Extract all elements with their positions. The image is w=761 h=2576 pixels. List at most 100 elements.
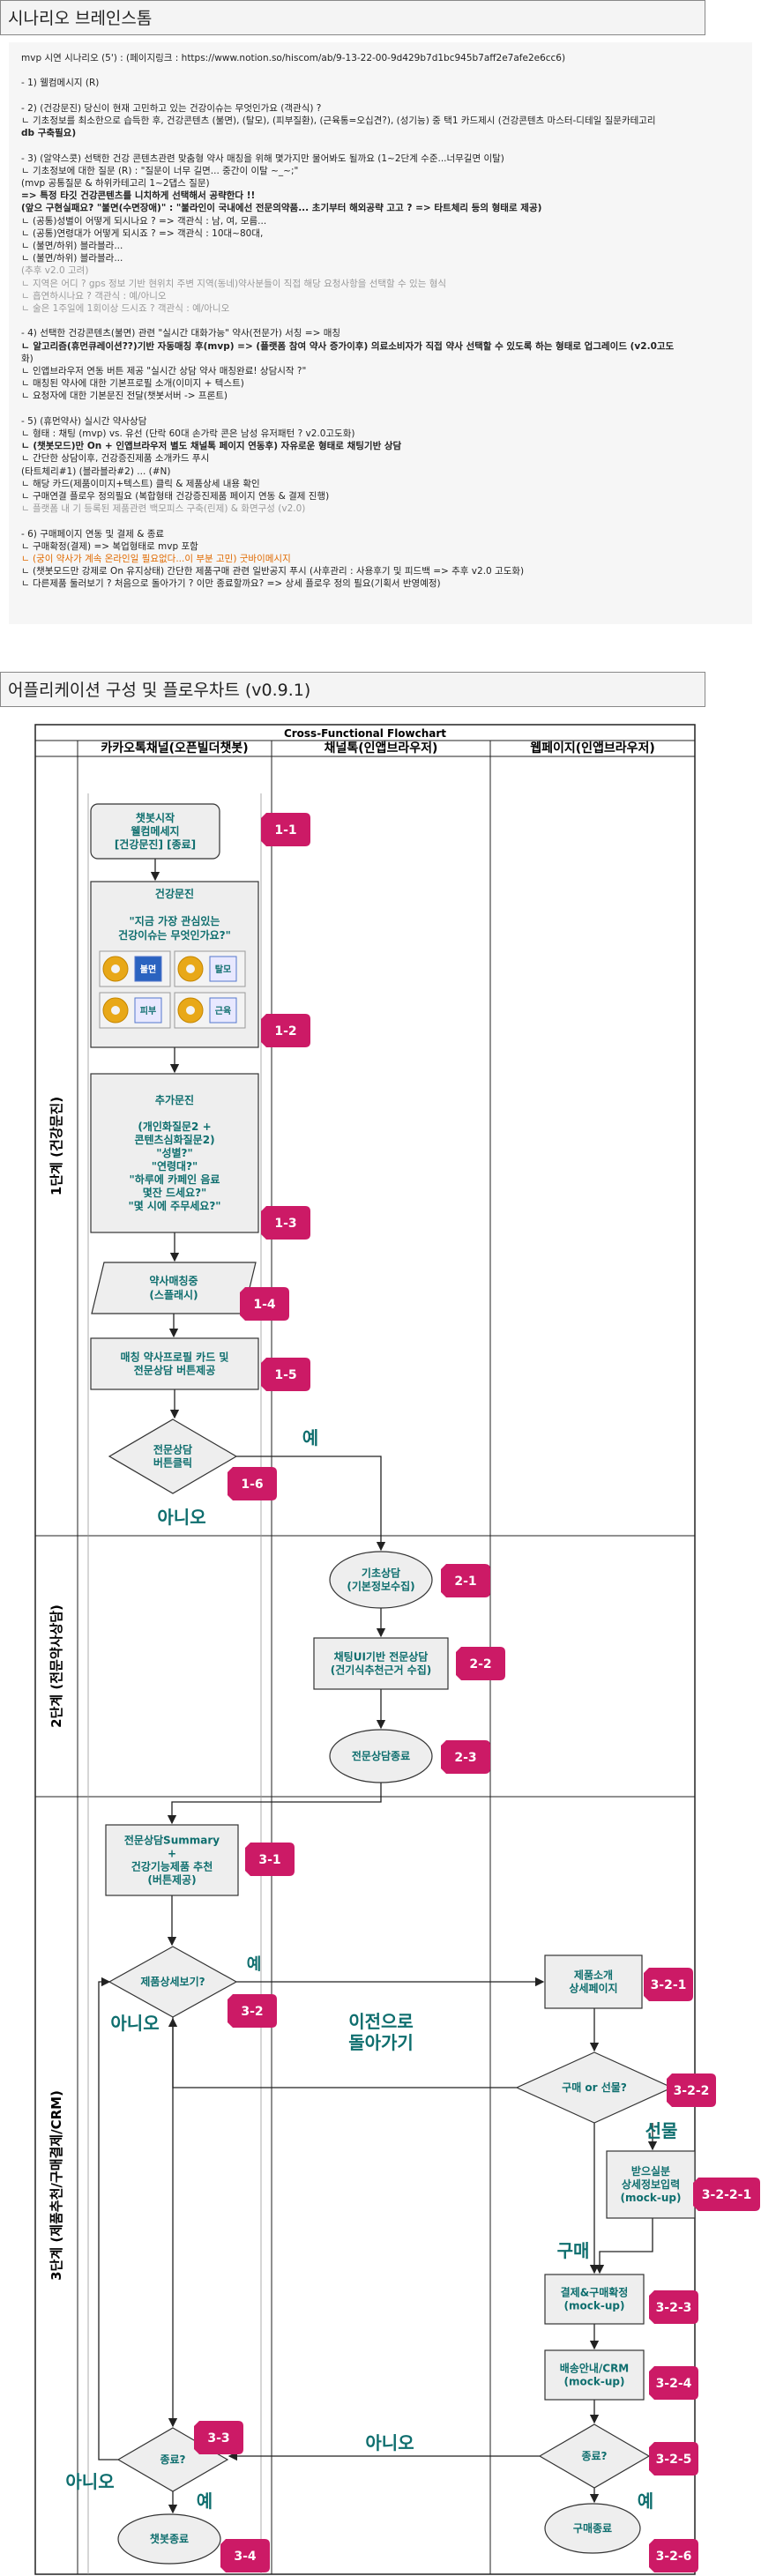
phase-label: 2단계 (전문약사상담) xyxy=(48,1604,64,1728)
scenario-line: ㄴ 간단한 상담이후, 건강증진제품 소개카드 푸시 xyxy=(21,453,210,465)
scenario-line: ㄴ (챗봇모드)만 On + 인앱브라우저 별도 채널톡 페이지 연동후) 자유… xyxy=(21,441,402,452)
step-badge xyxy=(667,2073,716,2107)
node-text: (mock-up) xyxy=(564,2376,625,2388)
node-text: 몇잔 드세요?" xyxy=(143,1186,207,1199)
card-label-box xyxy=(209,997,237,1024)
edge-label: 이전으로 xyxy=(348,2011,414,2032)
card-label: 근육 xyxy=(215,1006,231,1016)
node-text: 전문상담 xyxy=(153,1443,192,1456)
node-text: 구매 or 선물? xyxy=(562,2081,627,2094)
node-text: (스플래시) xyxy=(149,1288,198,1301)
card-label: 탈모 xyxy=(215,964,231,975)
scenario-line: (추후 v2.0 고려) xyxy=(21,265,89,277)
step-badge-label: 2-3 xyxy=(454,1751,476,1765)
scenario-line: - 3) (알약스콧) 선택한 건강 콘텐츠관련 맞춤형 약사 매칭을 위해 몇… xyxy=(21,153,504,164)
node-text: 종료? xyxy=(581,2450,607,2462)
data-node xyxy=(91,1262,257,1314)
edge-label: 예 xyxy=(638,2490,653,2512)
flowchart-title: Cross-Functional Flowchart xyxy=(284,727,446,740)
step-badge xyxy=(261,1014,310,1047)
step-badge xyxy=(441,1740,490,1774)
node-text: (기본정보수집) xyxy=(347,1580,414,1593)
gear-icon-hole xyxy=(111,964,120,973)
edge-label: 구매 xyxy=(557,2240,590,2261)
scenario-line: ㄴ (궁이 약사가 계속 온라인일 필요없다...이 부분 고민) 굿바이메시지 xyxy=(21,554,291,564)
scenario-line: ㄴ 기초정보를 최소한으로 습득한 후, 건강콘텐츠 (불면), (탈모), (… xyxy=(21,115,656,126)
node-text: 기초상담 xyxy=(362,1567,400,1580)
edge-label: 예 xyxy=(302,1427,318,1448)
step-badge-label: 3-1 xyxy=(258,1853,280,1867)
node-text: "지금 가장 관심있는 xyxy=(130,914,220,927)
section-title-flowchart: 어플리케이션 구성 및 플로우차트 (v0.9.1) xyxy=(0,672,705,707)
edge-label: 예 xyxy=(247,1955,262,1974)
step-badge-label: 2-1 xyxy=(454,1575,476,1589)
scenario-line: ㄴ 기초정보에 대한 질문 (R) : "질문이 너무 길면... 중간이 이탈… xyxy=(21,165,299,176)
node-text: 구매종료 xyxy=(573,2521,612,2535)
node-text: 챗봇시작 xyxy=(136,811,175,824)
gear-icon-hole xyxy=(111,1006,120,1015)
node-title: 건강문진 xyxy=(155,887,194,900)
node-text: (개인화질문2 + xyxy=(138,1120,211,1133)
node-text: 상세페이지 xyxy=(569,1982,617,1995)
edge-label: 아니오 xyxy=(157,1507,205,1528)
flow-arrow xyxy=(594,2218,653,2274)
scenario-notes: mvp 시연 시나리오 (5') : (페이지링크 : https://www.… xyxy=(9,42,752,624)
step-badge-label: 1-4 xyxy=(253,1298,276,1312)
node-text: 건강이슈는 무엇인가요?" xyxy=(118,928,231,942)
step-badge-label: 3-2-5 xyxy=(656,2453,692,2467)
node-text: 웰컴메세지 xyxy=(131,824,179,838)
terminal-node xyxy=(329,1729,433,1783)
terminal-node xyxy=(117,2513,221,2565)
scenario-line: => 특정 타깃 건강콘텐츠를 니치하게 선택해서 공략한다 !! xyxy=(21,190,256,202)
edge-label: 아니오 xyxy=(110,2013,159,2034)
node-text: 제품소개 xyxy=(574,1969,613,1982)
step-badge-label: 1-5 xyxy=(274,1368,296,1382)
scenario-line: ㄴ (공통)연령대가 어떻게 되시죠 ? => 객관식 : 10대~80대, xyxy=(21,227,264,239)
node-text: 전문상담 버튼제공 xyxy=(134,1364,216,1377)
step-badge-label: 3-2-4 xyxy=(656,2377,692,2391)
flow-arrow xyxy=(98,1977,118,2461)
node-text: "성별?" xyxy=(156,1146,193,1159)
card-label: 불면 xyxy=(140,964,156,975)
node-text: "하루에 카페인 음료 xyxy=(130,1173,220,1186)
node-text: (건기식추천근거 수집) xyxy=(331,1664,432,1677)
node-text: 전문상담Summary xyxy=(124,1834,220,1847)
process-box xyxy=(544,2274,645,2325)
step-badge xyxy=(649,2366,698,2400)
scenario-line: - 2) (건강문진) 당신이 현재 고민하고 있는 건강이슈는 무엇인가요 (… xyxy=(21,102,322,114)
step-badge-label: 1-3 xyxy=(274,1217,296,1231)
step-badge xyxy=(649,2442,698,2475)
scenario-line: ㄴ 다른제품 둘러보기 ? 처음으로 돌아가기 ? 이만 종료할까요? => 상… xyxy=(21,578,441,590)
step-badge xyxy=(456,1647,505,1680)
terminal-node xyxy=(544,2503,641,2554)
scenario-line: ㄴ 흡연하시나요 ? 객관식 : 예/아니오 xyxy=(21,290,167,302)
flow-arrow xyxy=(167,1783,382,1825)
scenario-line: (앞으 구현실패요? "불면(수면장애)" : "불라인이 국내에선 전문의약품… xyxy=(21,203,542,214)
process-box xyxy=(606,2150,696,2219)
gear-icon-hole xyxy=(186,1006,195,1015)
decision-node xyxy=(515,2051,674,2124)
lane-header: 채널톡(인앱브라우저) xyxy=(325,741,438,756)
scenario-line: ㄴ 플랫폼 내 기 등록된 제품관련 백모피스 구축(린제) & 화면구성 (v… xyxy=(21,503,306,515)
node-text: [건강문진] [종료] xyxy=(115,838,196,851)
card-label-box xyxy=(134,956,162,982)
step-badge-label: 3-2-6 xyxy=(656,2550,692,2564)
node-text: 약사매칭중 xyxy=(149,1274,198,1287)
node-text: 추가문진 xyxy=(155,1093,194,1106)
step-badge xyxy=(220,2539,270,2572)
node-text: (mock-up) xyxy=(621,2192,682,2204)
gear-icon-hole xyxy=(186,964,195,973)
step-badge xyxy=(644,1968,693,2001)
edge-label: 돌아가기 xyxy=(348,2032,414,2053)
process-box xyxy=(544,2349,645,2401)
scenario-line: ㄴ (불면/하위) 블라블라... xyxy=(21,253,123,264)
step-badge xyxy=(228,1467,277,1500)
step-badge-label: 2-2 xyxy=(469,1657,491,1671)
node-text: 버튼클릭 xyxy=(153,1456,192,1470)
node-text: 건강기능제품 추천 xyxy=(131,1860,213,1873)
step-badge-label: 3-2-2 xyxy=(674,2084,710,2098)
scenario-line: mvp 시연 시나리오 (5') : (페이지링크 : https://www.… xyxy=(21,53,566,63)
step-badge-label: 1-2 xyxy=(274,1024,296,1039)
step-badge xyxy=(240,1287,289,1321)
